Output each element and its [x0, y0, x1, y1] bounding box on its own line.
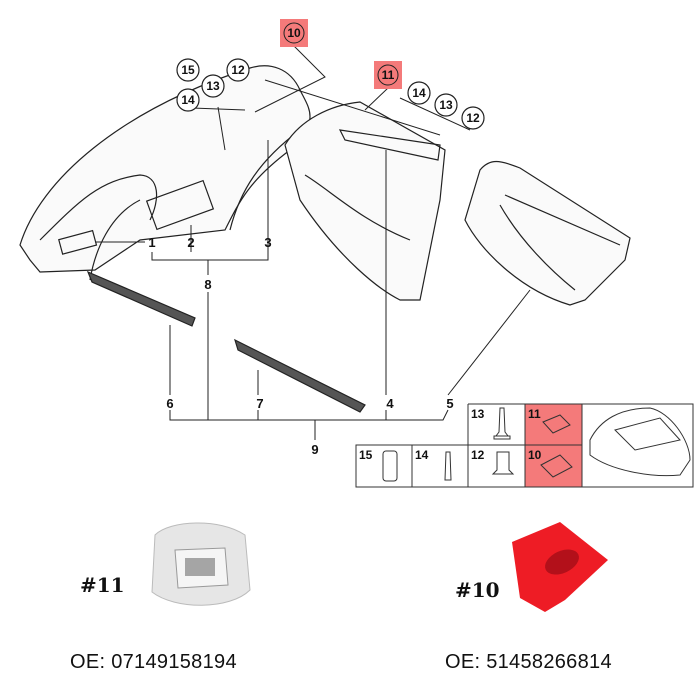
product-tag-11: #11	[80, 573, 125, 597]
legend-15: 15	[359, 448, 373, 462]
svg-text:10: 10	[287, 26, 301, 40]
part-3: 3	[264, 235, 271, 250]
clip-11	[542, 414, 571, 434]
part-8: 8	[204, 277, 211, 292]
legend-10: 10	[528, 448, 542, 462]
oe-number-11: OE: 07149158194	[70, 651, 237, 673]
front-door-panel	[284, 101, 446, 301]
fastener-15	[382, 450, 398, 482]
callout-11: 11	[374, 61, 402, 89]
legend-table: 13 11 15 14 12 10	[355, 403, 694, 488]
product-tag-10: #10	[455, 578, 500, 602]
sill-strip-7	[234, 338, 366, 413]
legend-12: 12	[471, 448, 485, 462]
svg-text:11: 11	[382, 68, 395, 82]
part-5: 5	[446, 396, 453, 411]
part-7: 7	[256, 396, 263, 411]
callout-10: 10	[280, 19, 308, 47]
callout-12: 12	[231, 63, 245, 77]
oe-number-10: OE: 51458266814	[445, 651, 612, 673]
legend-14: 14	[415, 448, 429, 462]
glovebox-trim	[58, 229, 98, 255]
fastener-13	[493, 407, 511, 440]
part-6: 6	[166, 396, 173, 411]
part-2: 2	[187, 235, 194, 250]
fastener-12	[491, 451, 515, 475]
callout-14: 14	[181, 93, 195, 107]
callout-12-right: 12	[466, 111, 480, 125]
legend-13: 13	[471, 407, 485, 421]
product-image-10	[512, 522, 608, 612]
car-illustration	[589, 407, 691, 477]
sill-strip-6	[86, 270, 196, 327]
part-1: 1	[148, 235, 155, 250]
part-4: 4	[386, 396, 394, 411]
callout-13-right: 13	[439, 98, 453, 112]
callout-15: 15	[181, 63, 195, 77]
dash-vent	[145, 179, 215, 231]
callout-13: 13	[206, 79, 220, 93]
part-9: 9	[311, 442, 318, 457]
callout-14-right: 14	[412, 86, 426, 100]
clip-10	[540, 454, 573, 478]
rear-door-panel	[464, 160, 631, 306]
legend-11: 11	[528, 407, 541, 421]
fastener-14	[444, 451, 452, 481]
product-image-11	[151, 522, 251, 606]
